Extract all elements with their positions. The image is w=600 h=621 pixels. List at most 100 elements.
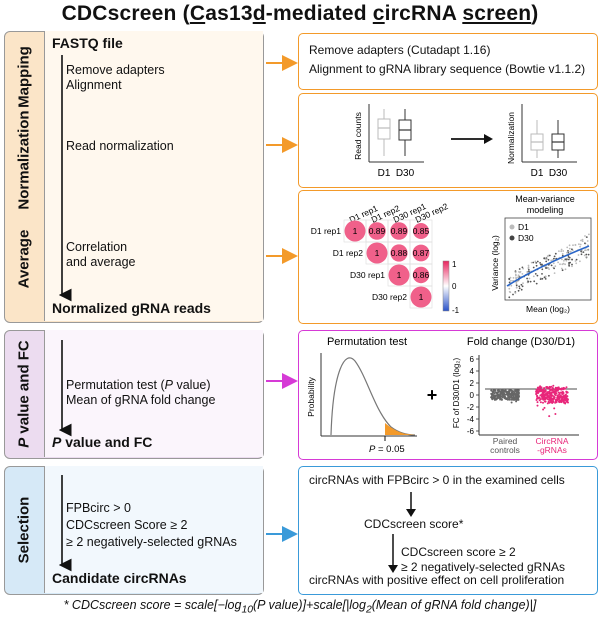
corr-value: 0.88 [391,248,408,258]
fc-cat-grnas: -gRNAs [537,445,567,455]
corr-row-label: D1 rep2 [333,248,364,258]
distribution-curve [330,357,416,436]
mv-point [508,281,511,284]
mv-point [518,285,521,288]
mv-point [535,262,538,264]
sel-criteria: CDCscreen score ≥ 2≥ 2 negatively-select… [401,545,565,574]
fc-circrna-point [538,399,541,402]
corr-row-label: D30 rep1 [350,270,385,280]
corr-value: 0.89 [369,226,386,236]
mv-point [522,282,524,285]
fc-tick-label: 4 [470,367,475,376]
fc-control-point [506,394,509,397]
mv-point [510,284,513,287]
mv-point [535,264,538,267]
mv-point [575,262,578,265]
stage-pvalue-fc: P value and FC [4,330,44,457]
fc-tick-label: -2 [467,403,475,412]
mv-point [544,278,547,280]
mv-point [548,254,551,257]
corr-dot [344,220,366,242]
corr-value: 0.89 [391,226,408,236]
mv-point [586,240,589,242]
fc-circrna-point [550,385,553,388]
fc-circrna-point [560,391,562,394]
mv-point [558,250,560,252]
fc-circrna-point [558,401,561,404]
mapping-line1: Remove adapters (Cutadapt 1.16) [309,43,491,57]
mv-point [566,246,569,249]
corr-value: 1 [419,292,424,302]
fc-circrna-point [542,392,545,395]
fc-circrna-point [543,390,545,392]
stage-average: Average [4,196,44,321]
correlation-color-scale [442,260,450,312]
fc-control-point [506,397,508,400]
mv-point [587,253,590,256]
mv-point [517,289,520,292]
fc-control-point [510,396,513,399]
mv-point [527,280,530,283]
permutation-test-step: Permutation test (P value) Mean of gRNA … [66,378,216,407]
mv-point [527,264,530,267]
corr-dot [412,266,430,284]
fc-control-point [492,397,495,400]
fc-circrna-point [555,392,558,395]
fc-circrna-point [560,387,563,390]
fc-control-point [493,395,496,398]
mv-point [508,296,511,299]
fc-circrna-point [542,401,544,404]
mv-point [571,258,573,261]
mv-point [548,268,550,270]
mv-point [566,251,568,254]
fc-title: Fold change (D30/D1) [467,336,575,348]
fc-circrna-point [542,408,545,411]
fastq-file-label: FASTQ file [52,35,123,51]
mv-point [532,261,535,264]
fc-control-point [510,389,513,392]
mv-point [526,271,529,273]
mv-point [545,258,547,261]
fc-control-point [497,396,500,399]
mv-point [560,250,563,253]
mv-point [517,274,520,277]
mv-point [565,259,568,262]
mv-point [532,266,535,269]
fc-control-point [514,390,517,393]
mv-point [509,276,512,279]
fc-circrna-point [560,395,563,398]
mv-point [571,248,573,251]
mv-point [514,271,517,274]
mv-point [584,235,586,237]
mv-point [519,270,522,273]
mv-point [545,267,548,269]
corr-dot [388,264,410,286]
mv-point [567,250,569,252]
corr-dot [368,222,386,240]
mv-point [515,284,518,287]
fc-control-point [517,390,520,393]
mv-point [577,254,580,256]
mv-title-1: Mean-variance [515,194,575,204]
fc-circrna-point [560,399,562,402]
norm2-x-d30: D30 [549,168,568,179]
mv-point [552,262,555,265]
fc-y-label: FC of D30/D1 (log₂) [452,358,461,429]
mv-point [571,263,573,266]
fc-circrna-point [535,391,538,394]
p-equals-label: P = 0.05 [369,444,405,455]
fc-circrna-point [563,387,566,390]
mv-point [553,255,556,258]
mv-point [535,282,538,285]
fc-circrna-point [543,406,546,409]
sel-score: CDCscreen score* [364,517,464,531]
mv-point [539,262,541,264]
stage-label-selection: Selection [15,496,33,563]
fc-circrna-point [536,386,539,389]
preprocessing-panel [44,31,263,321]
mv-point [508,287,511,290]
mv-point [585,253,588,256]
mv-point [550,264,553,267]
